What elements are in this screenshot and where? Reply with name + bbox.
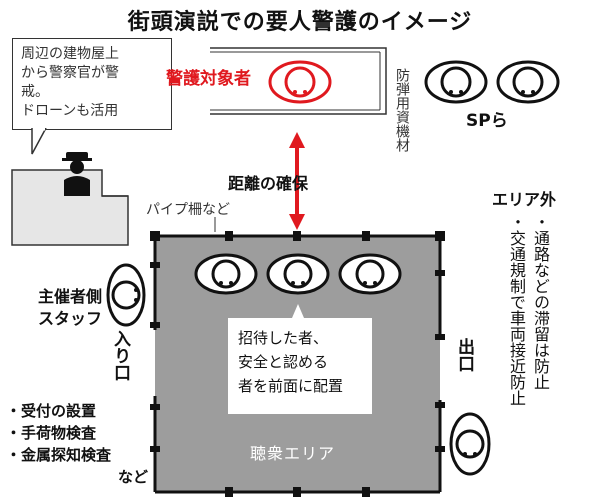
entrance-label: 入り口	[110, 330, 130, 381]
note-line: 戒。	[21, 84, 49, 100]
sp-person-icon-1	[424, 60, 488, 104]
staff-label-line: スタッフ	[37, 309, 102, 328]
outside-heading: エリア外	[492, 190, 557, 209]
note-line: ドローンも活用	[21, 103, 119, 119]
guest-person-icon-1	[194, 253, 258, 295]
note-tail	[31, 128, 47, 155]
fence-posts	[150, 231, 445, 497]
staff-label: 主催者側 スタッフ	[16, 286, 102, 330]
sp-label: SPら	[466, 111, 508, 131]
invite-line: 安全と認める	[238, 353, 329, 371]
distance-label: 距離の確保	[228, 174, 309, 193]
vip-person-icon	[268, 60, 332, 104]
fence-label: パイプ柵など	[146, 202, 230, 218]
sp-person-icon-2	[496, 60, 560, 104]
check-item: ・金属探知検査	[6, 446, 112, 464]
exit-label: 出口	[454, 338, 474, 372]
outside-item-2: ・交通規制で車両接近防止	[507, 214, 526, 406]
exit-staff-person-icon	[449, 412, 491, 476]
outside-item-1: ・通路などの滞留は防止	[531, 214, 550, 390]
shield-label: 防弾用資機材	[394, 68, 410, 152]
page-title: 街頭演説での要人警護のイメージ	[127, 10, 473, 35]
check-item: ・手荷物検査	[6, 424, 97, 442]
invite-line: 者を前面に配置	[238, 377, 344, 395]
check-item: ・受付の設置	[6, 402, 97, 420]
audience-label: 聴衆エリア	[250, 444, 336, 463]
check-item: など	[118, 468, 149, 486]
note-line: 周辺の建物屋上	[21, 46, 119, 62]
invite-box: 招待した者、 安全と認める 者を前面に配置	[228, 318, 372, 414]
note-line: から警察官が警	[21, 65, 119, 81]
staff-person-icon	[106, 263, 146, 327]
rooftop-note: 周辺の建物屋上 から警察官が警 戒。 ドローンも活用	[12, 38, 172, 130]
guest-person-icon-2	[266, 253, 330, 295]
entrance-checks: ・受付の設置 ・手荷物検査 ・金属探知検査 など	[6, 400, 148, 488]
police-officer-icon	[62, 152, 92, 196]
invite-line: 招待した者、	[238, 329, 329, 347]
staff-label-line: 主催者側	[37, 287, 102, 306]
guest-person-icon-3	[338, 253, 402, 295]
vip-label: 警護対象者	[166, 69, 251, 89]
shield-barrier	[210, 47, 387, 115]
